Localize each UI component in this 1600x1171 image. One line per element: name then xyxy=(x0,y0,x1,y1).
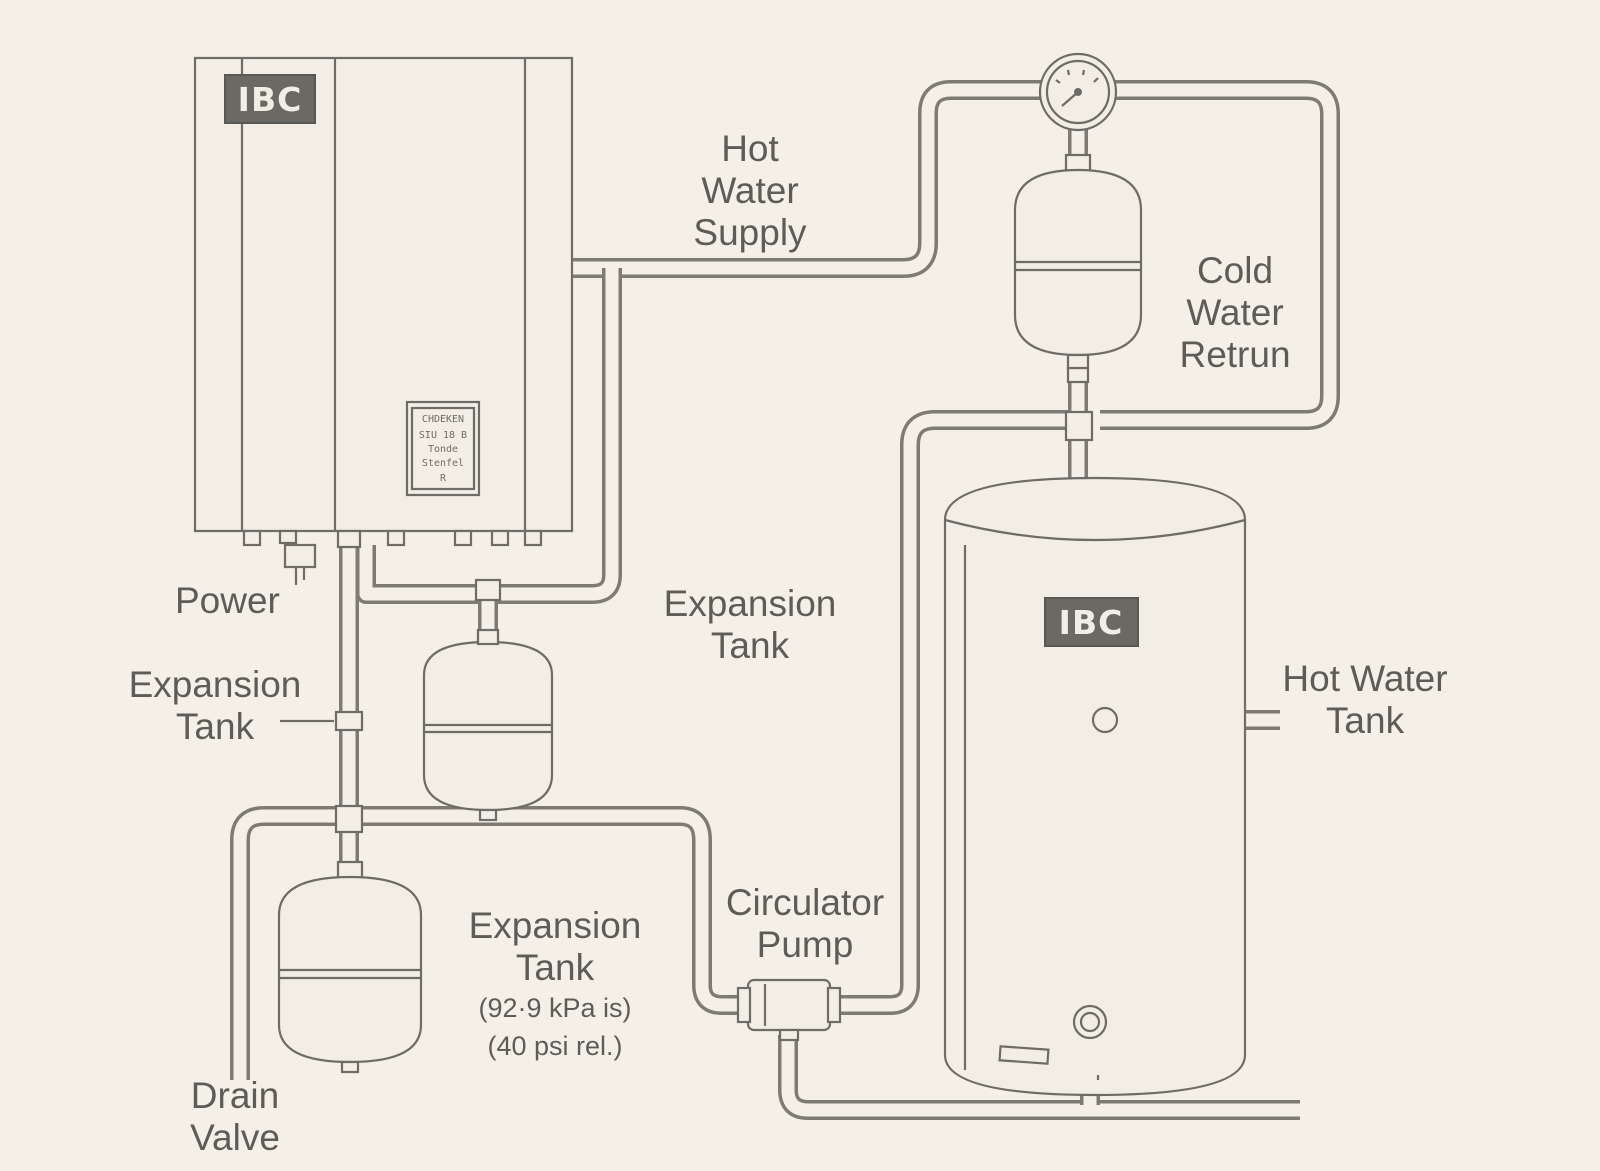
control-panel: CHDEKEN SIU 18 B Tonde Stenfel R xyxy=(405,400,481,497)
power-plug-icon xyxy=(283,543,317,585)
label-drain-valve: Drain Valve xyxy=(190,1075,280,1158)
tank-logo-text: IBC xyxy=(1059,603,1124,642)
label-cold-water-return: Cold Water Retrun xyxy=(1179,250,1291,375)
label-hot-water-supply: Hot Water Supply xyxy=(693,128,807,253)
boiler-unit: IBC CHDEKEN SIU 18 B Tonde Stenfel R xyxy=(193,56,574,585)
circulator-pump xyxy=(736,978,842,1042)
pressure-gauge-icon xyxy=(1038,52,1118,132)
expansion-tank-middle xyxy=(422,628,554,822)
tank-logo xyxy=(1044,597,1139,647)
boiler-logo xyxy=(224,74,316,124)
svg-text:Stenfel: Stenfel xyxy=(422,458,464,469)
svg-text:Tonde: Tonde xyxy=(428,444,458,455)
expansion-tank-top xyxy=(1013,168,1143,370)
expansion-tank-bottom xyxy=(277,875,423,1074)
leader-lines xyxy=(280,719,1100,1080)
boiler-logo-text: IBC xyxy=(238,80,303,119)
label-expansion-tank-middle: Expansion Tank xyxy=(663,583,837,666)
svg-text:CHDEKEN: CHDEKEN xyxy=(422,414,464,425)
svg-text:R: R xyxy=(440,473,447,484)
label-power: Power xyxy=(175,580,280,621)
svg-text:SIU 18 B: SIU 18 B xyxy=(419,430,467,441)
pipe-fittings xyxy=(334,153,1094,880)
label-circulator-pump: Circulator Pump xyxy=(725,882,885,965)
label-hot-water-tank: Hot Water Tank xyxy=(1282,658,1448,741)
label-expansion-tank-left: Expansion Tank xyxy=(128,664,302,747)
label-expansion-tank-bottom: Expansion Tank (92·9 kPa is) (40 psi rel… xyxy=(468,905,642,1061)
hot-water-tank: IBC xyxy=(943,476,1247,1097)
